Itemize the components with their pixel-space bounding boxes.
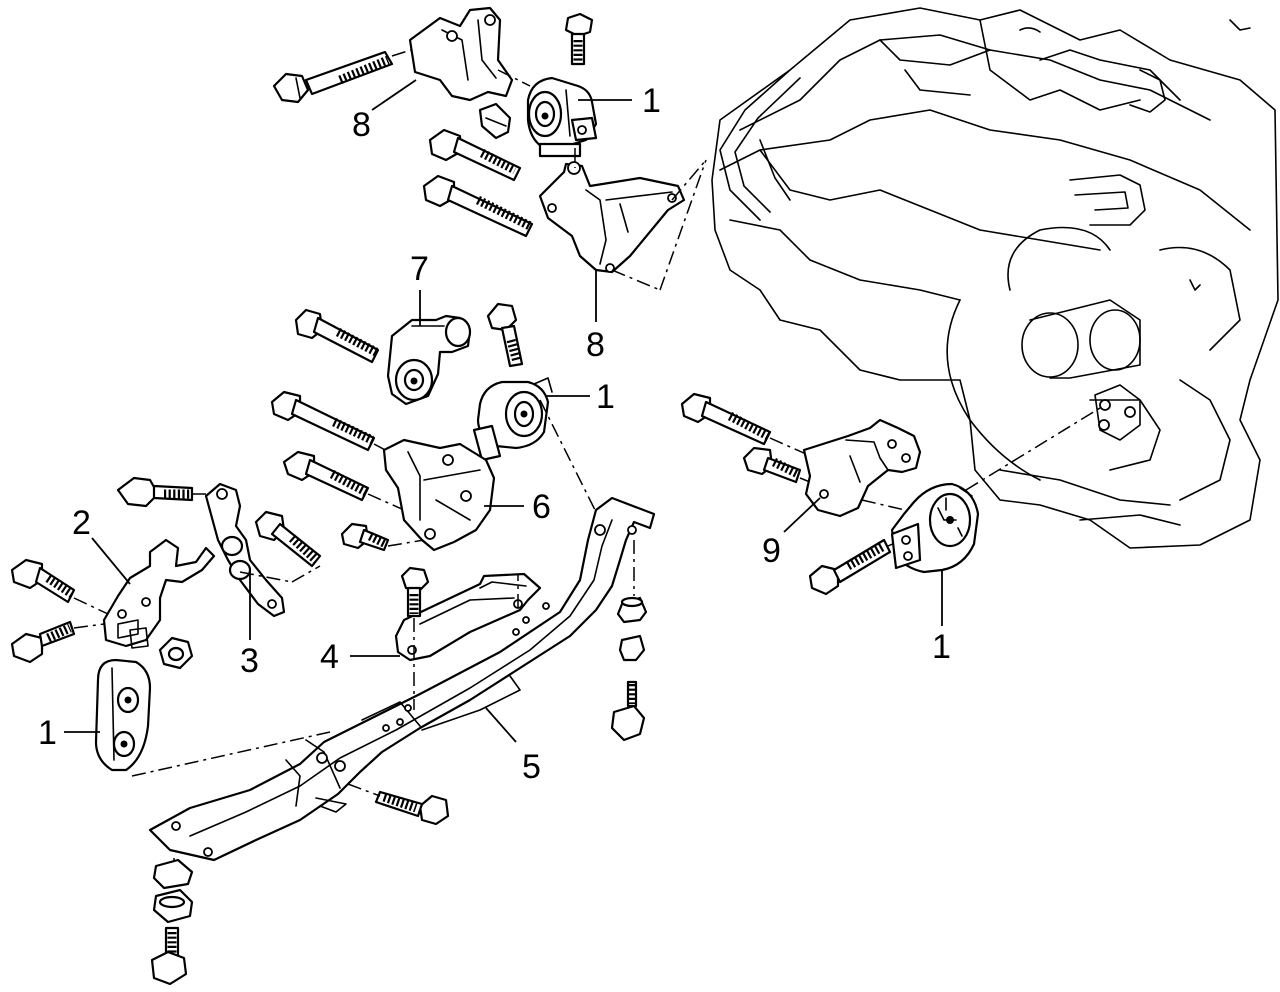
crossmember-5: [148, 496, 656, 862]
right-transaxle-mount-1: [890, 482, 980, 574]
top-engine-bracket-8: [408, 6, 514, 102]
callout-plate-4: 4: [320, 638, 339, 676]
bolt-left-2: [10, 620, 76, 664]
callout-bracket-2: 2: [72, 504, 91, 542]
callout-torque-rod: 7: [410, 250, 429, 288]
left-engine-mount-1: [94, 658, 152, 772]
engine-bracket-arm-8: [538, 161, 686, 274]
bracket-2: [102, 538, 216, 649]
callout-top-bracket-lower: 8: [586, 326, 605, 364]
engine-transaxle-assembly: [711, 7, 1279, 549]
callout-right-mount: 1: [932, 628, 951, 666]
top-mount-bolt: [564, 12, 594, 66]
bolt-right-bracket-1: [680, 392, 772, 446]
middle-engine-mount-1: [472, 377, 553, 462]
top-bolt-long: [272, 50, 394, 104]
callout-link-3: 3: [240, 642, 259, 680]
callout-middle-mount: 1: [596, 378, 615, 416]
bushing-stack-right: [610, 596, 648, 742]
bolt-plate-4: [400, 566, 430, 618]
torque-rod-7: [386, 314, 472, 406]
bushing-stack-left: [150, 858, 194, 986]
top-stud: [478, 102, 512, 140]
bracket-bolt-lower: [422, 174, 534, 238]
bolt-right-mount: [808, 538, 892, 596]
callout-top-bracket-upper: 8: [352, 106, 371, 144]
plate-4: [394, 572, 542, 662]
callout-crossmember-5: 5: [522, 748, 541, 786]
bolt-left-top: [116, 476, 194, 508]
engine-bracket-6: [382, 438, 496, 552]
bolt-middle-1: [270, 390, 376, 452]
bolt-link-3: [254, 510, 322, 568]
bolt-left-1: [10, 558, 76, 604]
link-3: [204, 482, 286, 618]
bolt-middle-2: [282, 450, 370, 502]
nut-left: [158, 636, 194, 670]
crossmember-bolt-rear: [374, 790, 450, 826]
leader-lines: [64, 79, 943, 743]
bolt-torque-rod: [294, 308, 380, 364]
top-engine-mount-1: [526, 76, 598, 158]
callout-left-mount: 1: [38, 714, 57, 752]
mount-bolt-middle: [486, 302, 524, 368]
bolt-middle-3: [340, 522, 390, 552]
bolt-right-bracket-2: [742, 446, 802, 484]
transaxle-bracket-9: [802, 418, 922, 518]
callout-middle-bracket: 6: [532, 488, 551, 526]
callout-right-bracket-9: 9: [762, 532, 781, 570]
bracket-bolt-upper: [428, 128, 522, 182]
callout-top-mount: 1: [642, 82, 661, 120]
